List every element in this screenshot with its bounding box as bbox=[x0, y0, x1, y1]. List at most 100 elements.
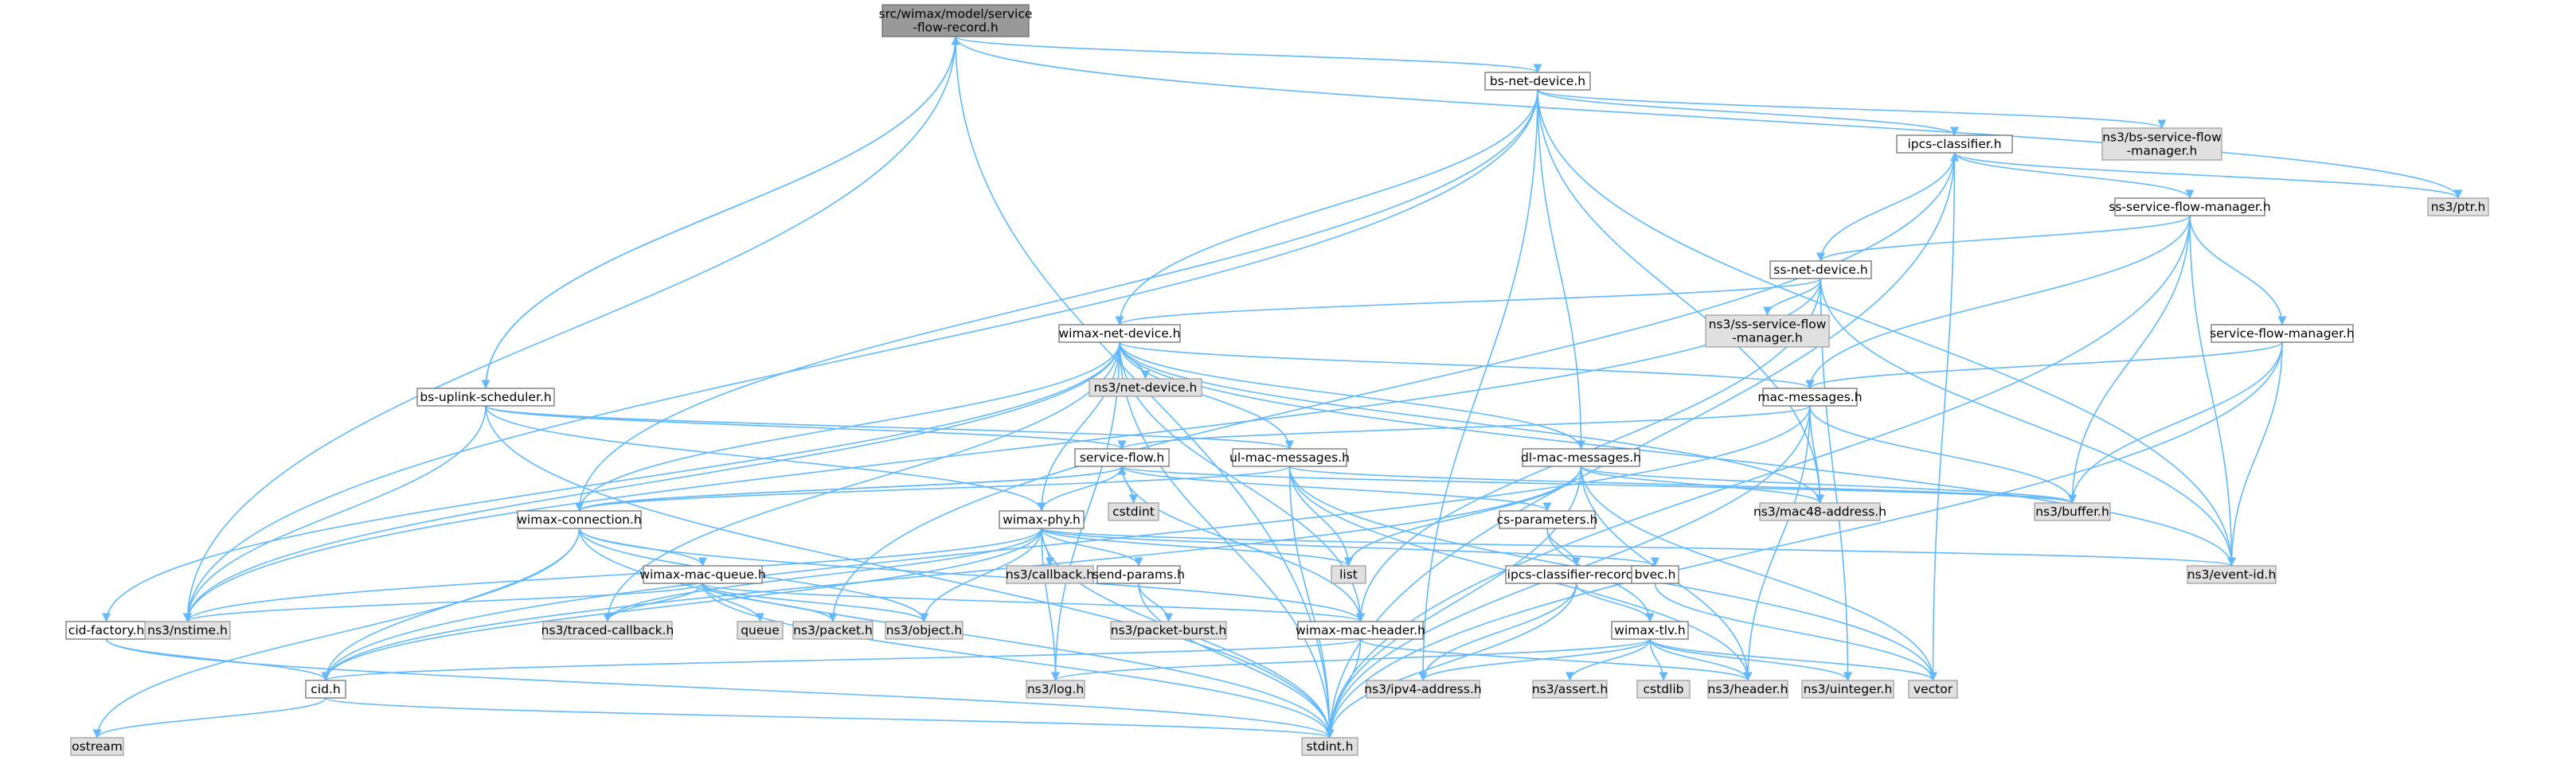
edge-path bbox=[2189, 215, 2287, 325]
node-wimax-net-device[interactable]: wimax-net-device.h bbox=[1058, 324, 1181, 343]
node-label: stdint.h bbox=[1307, 739, 1354, 754]
edge-path bbox=[105, 638, 330, 681]
node-label: queue bbox=[741, 623, 780, 637]
node-box bbox=[1484, 72, 1591, 91]
node-bs-uplink-scheduler[interactable]: bs-uplink-scheduler.h bbox=[416, 388, 555, 407]
node-ipcs-classifier[interactable]: ipcs-classifier.h bbox=[1896, 134, 2013, 154]
node-wimax-connection[interactable]: wimax-connection.h bbox=[517, 510, 642, 529]
edge-ss-service-flow-manager-to-mac-messages bbox=[1805, 215, 2191, 389]
node-bs-net-device[interactable]: bs-net-device.h bbox=[1484, 72, 1591, 91]
edge-ipcs-classifier-to-ns3-packet bbox=[828, 152, 1956, 622]
edge-path bbox=[1119, 341, 1824, 504]
node-ostream: ostream bbox=[70, 737, 124, 756]
node-ns3-uinteger: ns3/uinteger.h bbox=[1801, 680, 1894, 699]
edge-path bbox=[1117, 405, 1811, 450]
edge-path bbox=[702, 583, 1335, 739]
edge-bvec-to-vector bbox=[1654, 583, 1938, 681]
node-service-flow-manager[interactable]: service-flow-manager.h bbox=[2210, 324, 2355, 343]
node-label: bs-net-device.h bbox=[1490, 74, 1585, 88]
edge-path bbox=[1537, 89, 1959, 136]
edge-bs-uplink-scheduler-to-stdint bbox=[485, 405, 1335, 739]
edge-path bbox=[1565, 638, 1651, 681]
edge-path bbox=[919, 528, 1042, 622]
edge-path bbox=[1654, 583, 1938, 681]
node-ss-net-device[interactable]: ss-net-device.h bbox=[1769, 260, 1872, 279]
edge-wimax-phy-to-list bbox=[1041, 528, 1353, 567]
edge-path bbox=[1138, 583, 1335, 739]
node-label: ns3/event-id.h bbox=[2187, 567, 2277, 582]
node-service-flow[interactable]: service-flow.h bbox=[1074, 448, 1170, 467]
node-label: ns3/ss-service-flow bbox=[1709, 318, 1827, 332]
node-ns3-nstime: ns3/nstime.h bbox=[144, 621, 231, 640]
node-ns3-buffer: ns3/buffer.h bbox=[2034, 502, 2111, 521]
node-label: ns3/object.h bbox=[886, 623, 963, 637]
node-label: ns3/callback.h bbox=[1006, 567, 1094, 582]
node-label: ul-mac-messages.h bbox=[1229, 450, 1350, 465]
node-label: cid-factory.h bbox=[68, 623, 144, 637]
edge-wimax-net-device-to-cid-factory bbox=[101, 341, 1120, 622]
node-box bbox=[1297, 621, 1424, 640]
edge-bs-net-device-to-dl-mac-messages bbox=[1537, 89, 1586, 450]
edge-bs-uplink-scheduler-to-root bbox=[485, 36, 960, 389]
edge-path bbox=[485, 405, 1294, 450]
node-box bbox=[792, 621, 874, 640]
node-box bbox=[1058, 324, 1181, 343]
node-box bbox=[643, 565, 763, 584]
edge-ss-net-device-to-ns3-ss-service-flow-manager bbox=[1762, 278, 1822, 316]
edge-mac-messages-to-ns3-buffer bbox=[1809, 405, 2078, 504]
node-ss-service-flow-manager[interactable]: ss-service-flow-manager.h bbox=[2109, 197, 2271, 216]
node-wimax-phy[interactable]: wimax-phy.h bbox=[999, 510, 1085, 529]
node-dl-mac-messages[interactable]: dl-mac-messages.h bbox=[1521, 448, 1641, 467]
node-label: wimax-phy.h bbox=[1003, 513, 1081, 527]
edge-ss-service-flow-manager-to-ss-net-device bbox=[1816, 215, 2191, 262]
node-box bbox=[1232, 448, 1347, 467]
node-root[interactable]: src/wimax/model/service-flow-record.h bbox=[879, 4, 1033, 37]
edge-service-flow-to-cs-parameters bbox=[1121, 466, 1552, 512]
node-ns3-event-id: ns3/event-id.h bbox=[2187, 565, 2277, 584]
node-cs-parameters[interactable]: cs-parameters.h bbox=[1497, 510, 1598, 529]
node-label: cstdint bbox=[1112, 505, 1155, 519]
node-box bbox=[2034, 502, 2111, 521]
edge-path bbox=[1537, 89, 2237, 567]
edge-wimax-phy-to-send-params bbox=[1041, 528, 1143, 567]
node-wimax-tlv[interactable]: wimax-tlv.h bbox=[1611, 621, 1689, 640]
edge-wimax-mac-queue-to-ns3-traced-callback bbox=[603, 583, 704, 622]
node-box bbox=[1611, 621, 1689, 640]
node-send-params[interactable]: send-params.h bbox=[1093, 565, 1185, 584]
node-label: service-flow.h bbox=[1080, 450, 1164, 465]
edge-ss-net-device-to-wimax-net-device bbox=[1115, 278, 1822, 325]
node-box bbox=[1026, 680, 1085, 699]
edge-wimax-tlv-to-ns3-log bbox=[1051, 638, 1651, 681]
edge-bs-net-device-to-ns3-ipv4-address bbox=[1418, 89, 1538, 681]
node-ns3-ipv4-address: ns3/ipv4-address.h bbox=[1364, 680, 1482, 699]
node-box bbox=[1522, 448, 1640, 467]
node-ipcs-classifier-record[interactable]: ipcs-classifier-record.h bbox=[1505, 565, 1648, 584]
edge-ipcs-classifier-to-vector bbox=[1928, 152, 1956, 681]
edge-path bbox=[1325, 341, 2283, 739]
node-cid-factory[interactable]: cid-factory.h bbox=[65, 621, 147, 640]
node-wimax-mac-header[interactable]: wimax-mac-header.h bbox=[1296, 621, 1425, 640]
edge-path bbox=[182, 405, 487, 622]
node-ul-mac-messages[interactable]: ul-mac-messages.h bbox=[1229, 448, 1350, 467]
node-box bbox=[999, 510, 1085, 529]
node-ns3-header: ns3/header.h bbox=[1707, 680, 1788, 699]
edge-path bbox=[1119, 341, 1585, 450]
edge-mac-messages-to-cid bbox=[321, 405, 1811, 681]
node-vector: vector bbox=[1908, 680, 1958, 699]
node-box bbox=[2427, 197, 2489, 216]
node-bvec[interactable]: bvec.h bbox=[1631, 565, 1679, 584]
edge-bs-net-device-to-ns3-mac48-address bbox=[1537, 89, 1825, 504]
node-cid[interactable]: cid.h bbox=[305, 680, 346, 699]
node-box bbox=[1762, 388, 1858, 407]
node-box bbox=[1366, 680, 1480, 699]
edge-path bbox=[1762, 278, 1822, 316]
edge-wimax-tlv-to-ns3-assert bbox=[1565, 638, 1651, 681]
node-box bbox=[2114, 197, 2265, 216]
node-box bbox=[1532, 680, 1608, 699]
node-wimax-mac-queue[interactable]: wimax-mac-queue.h bbox=[639, 565, 766, 584]
edge-path bbox=[1359, 638, 1753, 681]
node-mac-messages[interactable]: mac-messages.h bbox=[1757, 388, 1863, 407]
edge-bs-uplink-scheduler-to-service-flow bbox=[485, 405, 1127, 450]
edge-path bbox=[485, 36, 960, 389]
edge-dl-mac-messages-to-ns3-mac48-address bbox=[1580, 466, 1824, 504]
